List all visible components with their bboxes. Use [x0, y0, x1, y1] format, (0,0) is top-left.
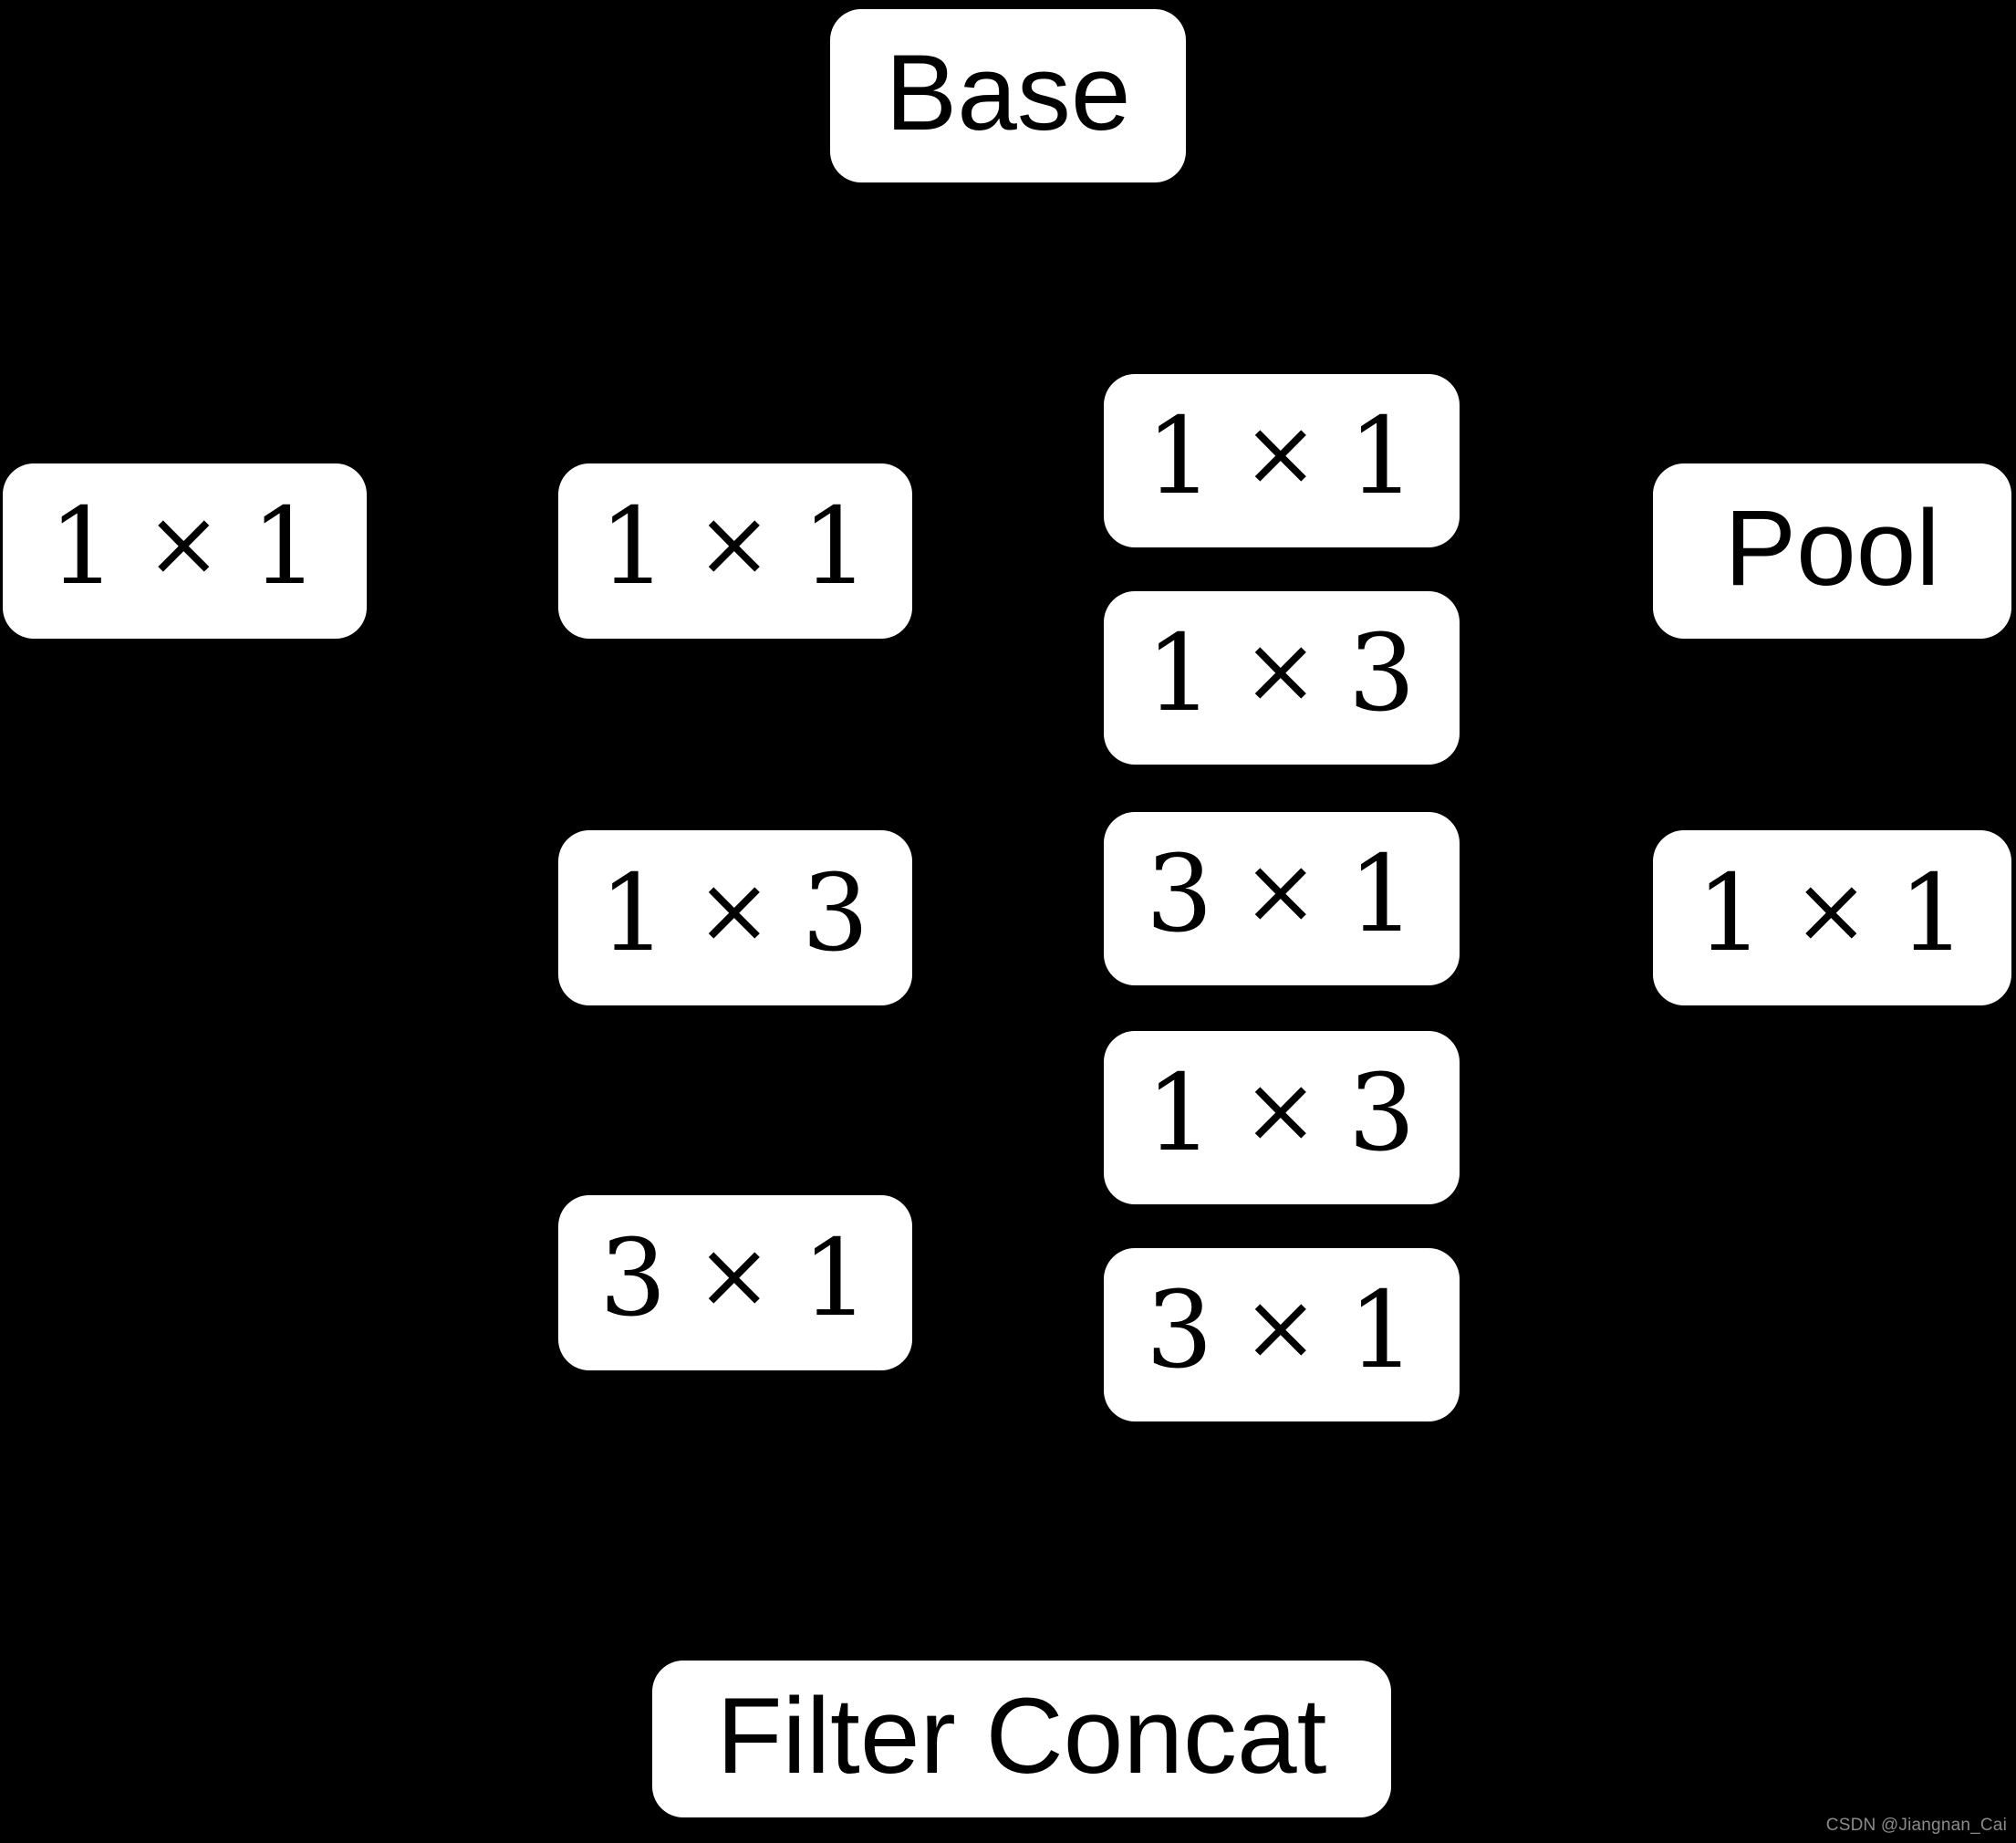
node-branch-1x1-0[interactable]: 1×1 — [3, 463, 367, 639]
kernel-height-value: 3 — [599, 1217, 670, 1340]
kernel-height-value: 1 — [1146, 395, 1216, 518]
kernel-width-value: 3 — [1347, 1052, 1418, 1175]
node-branch-deep-factorized-2[interactable]: 3×1 — [1104, 812, 1460, 985]
multiply-icon: × — [1242, 838, 1321, 945]
node-filter-concat[interactable]: Filter Concat — [652, 1661, 1391, 1817]
node-branch-deep-factorized-3[interactable]: 1×3 — [1104, 1031, 1460, 1204]
kernel-height-value: 1 — [1696, 852, 1766, 975]
kernel-width-value: 1 — [251, 485, 321, 609]
kernel-height-value: 1 — [599, 485, 670, 609]
multiply-icon: × — [1793, 857, 1872, 964]
kernel-width-value: 3 — [801, 852, 871, 975]
node-branch-deep-factorized-0[interactable]: 1×1 — [1104, 374, 1460, 547]
multiply-icon: × — [145, 490, 224, 598]
node-branch-pool-1x1-1[interactable]: 1×1 — [1653, 830, 2011, 1005]
multiply-icon: × — [1242, 400, 1321, 507]
multiply-icon: × — [1242, 1057, 1321, 1164]
multiply-icon: × — [1242, 617, 1321, 724]
node-filter-concat-label: Filter Concat — [716, 1676, 1327, 1796]
kernel-width-value: 1 — [801, 485, 871, 609]
kernel-height-value: 3 — [1146, 1269, 1216, 1392]
kernel-height-value: 1 — [48, 485, 119, 609]
multiply-icon: × — [696, 490, 774, 598]
node-branch-pool-1x1-0[interactable]: Pool — [1653, 463, 2011, 639]
kernel-width-value: 1 — [1347, 1269, 1418, 1392]
multiply-icon: × — [696, 1222, 774, 1329]
multiply-icon: × — [696, 857, 774, 964]
node-label: Pool — [1724, 488, 1940, 609]
csdn-watermark: CSDN @Jiangnan_Cai — [1825, 1816, 2007, 1835]
kernel-width-value: 1 — [1347, 833, 1418, 956]
kernel-width-value: 1 — [1898, 852, 1969, 975]
node-base[interactable]: Base — [830, 9, 1186, 182]
node-branch-deep-factorized-4[interactable]: 3×1 — [1104, 1248, 1460, 1421]
node-branch-1x1-1x3-3x1-2[interactable]: 3× 1 — [558, 1195, 912, 1370]
kernel-height-value: 1 — [1146, 1052, 1216, 1175]
kernel-height-value: 1 — [1146, 612, 1216, 735]
kernel-width-value: 3 — [1347, 612, 1418, 735]
kernel-height-value: 3 — [1146, 833, 1216, 956]
node-branch-deep-factorized-1[interactable]: 1×3 — [1104, 591, 1460, 765]
node-branch-1x1-1x3-3x1-1[interactable]: 1× 3 — [558, 830, 912, 1005]
node-base-label: Base — [885, 33, 1131, 153]
multiply-icon: × — [1242, 1274, 1321, 1381]
node-branch-1x1-1x3-3x1-0[interactable]: 1×1 — [558, 463, 912, 639]
kernel-height-value: 1 — [599, 852, 670, 975]
kernel-width-value: 1 — [801, 1217, 871, 1340]
kernel-width-value: 1 — [1347, 395, 1418, 518]
